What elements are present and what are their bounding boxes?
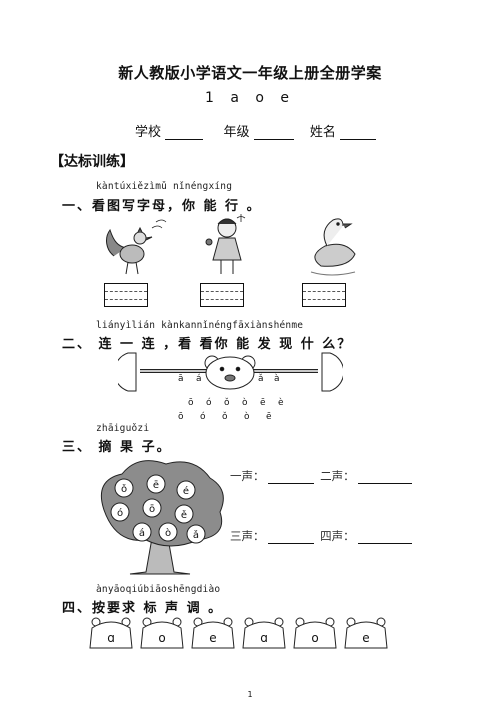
q4-pinyin: ànyāoqiúbiāoshēngdiào bbox=[96, 584, 221, 595]
goose-picture bbox=[310, 218, 356, 276]
page-number: 1 bbox=[247, 690, 253, 699]
school-label: 学校 bbox=[135, 125, 162, 140]
q1-pinyin: kàntúxiězìmǔ nǐnéngxíng bbox=[96, 181, 233, 192]
grade-blank[interactable] bbox=[253, 125, 294, 140]
lesson-heading: 1 a o e bbox=[204, 90, 295, 106]
q2-text: 二、 连 一 连 ，看 看你 能 发 现 什 么？ bbox=[62, 337, 353, 352]
q3-pinyin: zhāiguǒzi bbox=[96, 423, 150, 434]
hat-letter: e bbox=[362, 631, 369, 645]
dumbbell-syllable[interactable]: á bbox=[196, 374, 202, 384]
rooster-picture bbox=[106, 219, 167, 275]
school-blank[interactable] bbox=[165, 125, 204, 140]
hat-letter: o bbox=[158, 631, 165, 645]
fruit-tree-picture: ǒ ē é ó ō ě á ò ǎ bbox=[100, 460, 224, 575]
svg-text:ǒ: ǒ bbox=[222, 411, 228, 422]
tone-row-2: 三声： 四声： bbox=[230, 528, 415, 544]
hat-1[interactable]: ɑ bbox=[89, 617, 133, 649]
hat-letter: ɑ bbox=[260, 631, 268, 645]
dumbbell-syllable[interactable]: ō bbox=[188, 398, 194, 408]
fruit-letter[interactable]: ó bbox=[117, 507, 123, 519]
dumbbell-syllable[interactable]: ē bbox=[260, 398, 266, 408]
tone1-blank[interactable] bbox=[267, 471, 314, 484]
svg-text:ō: ō bbox=[178, 412, 184, 422]
girl-picture bbox=[205, 214, 246, 274]
page-title: 新人教版小学语文一年级上册全册学案 bbox=[118, 64, 382, 82]
section-heading: 【达标训练】 bbox=[50, 154, 134, 170]
hat-4[interactable]: ɑ bbox=[242, 617, 286, 649]
svg-text:ò: ò bbox=[244, 411, 250, 422]
dumbbell-syllable[interactable]: è bbox=[278, 397, 284, 408]
name-label: 姓名 bbox=[309, 125, 336, 140]
hat-letter: e bbox=[209, 631, 216, 645]
q2-pinyin: liányìlián kànkannǐnéngfāxiànshénme bbox=[96, 320, 304, 331]
write-box-1[interactable] bbox=[104, 283, 148, 307]
tone2-blank[interactable] bbox=[357, 471, 412, 484]
student-info: 学校 年级 姓名 bbox=[135, 121, 377, 140]
fruit-letter[interactable]: ǎ bbox=[193, 529, 199, 541]
write-box-2[interactable] bbox=[200, 283, 244, 307]
dumbbell-syllable[interactable]: à bbox=[274, 374, 280, 384]
name-blank[interactable] bbox=[340, 125, 377, 140]
svg-text:ó: ó bbox=[200, 411, 206, 422]
hat-letter: ɑ bbox=[107, 631, 115, 645]
grade-label: 年级 bbox=[223, 125, 250, 140]
fruit-letter[interactable]: ē bbox=[153, 480, 159, 491]
tone3-label: 三声： bbox=[230, 529, 265, 543]
dumbbell-syllable[interactable]: ǎ bbox=[258, 374, 264, 384]
fruit-letter[interactable]: ǒ bbox=[121, 483, 127, 495]
hat-3[interactable]: e bbox=[191, 617, 235, 649]
q1-pictures bbox=[106, 214, 356, 276]
bear-face bbox=[204, 355, 256, 390]
hat-letter: o bbox=[311, 631, 318, 645]
tone4-blank[interactable] bbox=[357, 531, 412, 544]
tone4-label: 四声： bbox=[320, 529, 355, 543]
q3-text: 三、 摘 果 子。 bbox=[62, 440, 172, 455]
fruit-letter[interactable]: ě bbox=[181, 509, 187, 521]
fruit-letter[interactable]: á bbox=[139, 527, 145, 539]
q4-text: 四、按要求 标 声 调 。 bbox=[62, 601, 224, 616]
fruit-letter[interactable]: ò bbox=[165, 527, 171, 539]
dumbbell-syllable[interactable]: ā bbox=[178, 374, 184, 384]
fruit-letter[interactable]: é bbox=[183, 485, 189, 497]
hat-2[interactable]: o bbox=[140, 617, 184, 649]
svg-text:ē: ē bbox=[266, 412, 272, 422]
dumbbell-syllable[interactable]: ò bbox=[242, 397, 248, 408]
hat-5[interactable]: o bbox=[293, 617, 337, 649]
tone2-label: 二声： bbox=[320, 469, 355, 483]
fruit-letter[interactable]: ō bbox=[149, 504, 155, 515]
q1-text: 一、看图写字母，你 能 行 。 bbox=[62, 199, 262, 214]
dumbbell-syllable[interactable]: ǒ bbox=[224, 397, 230, 408]
write-box-3[interactable] bbox=[302, 283, 346, 307]
dumbbell-syllable[interactable]: ó bbox=[206, 397, 212, 408]
tone1-label: 一声： bbox=[230, 469, 265, 483]
tone-row-1: 一声： 二声： bbox=[230, 468, 415, 484]
tone3-blank[interactable] bbox=[267, 531, 314, 544]
hat-6[interactable]: e bbox=[344, 617, 388, 649]
